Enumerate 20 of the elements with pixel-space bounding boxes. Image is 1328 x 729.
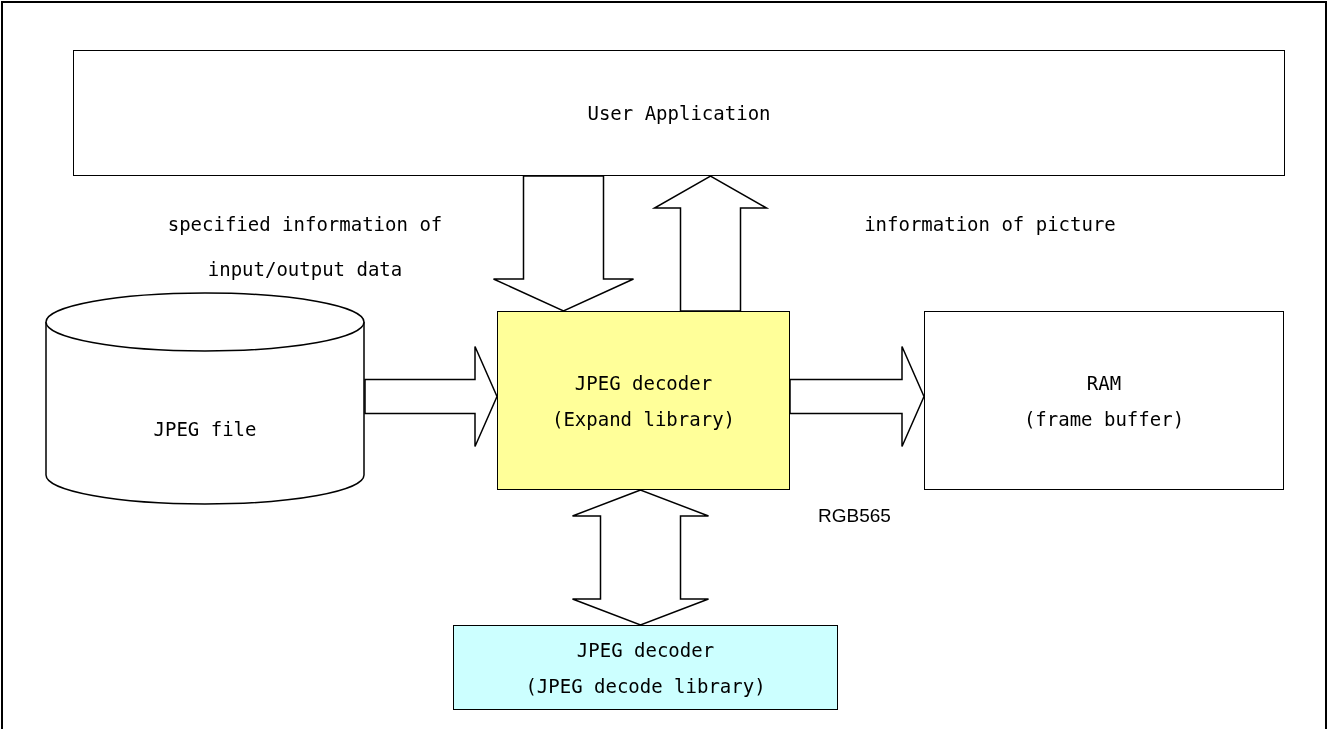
block-arrow xyxy=(651,175,770,312)
block-arrow xyxy=(364,345,498,448)
node-label: RAM xyxy=(1086,371,1122,394)
block-arrow xyxy=(571,489,710,626)
node-label: (frame buffer) xyxy=(1023,407,1185,430)
note-text: information of picture xyxy=(863,212,1117,237)
process-box xyxy=(497,311,790,490)
node-label: JPEG decoder xyxy=(574,371,713,394)
process-box xyxy=(924,311,1284,490)
node-label: JPEG file xyxy=(153,417,257,440)
node-label: JPEG decoder xyxy=(576,638,715,661)
format-label: RGB565 xyxy=(818,505,891,527)
note-text: specified information of input/output data xyxy=(166,212,444,282)
process-box xyxy=(73,50,1285,176)
node-label: User Application xyxy=(587,102,771,124)
node-label: (Expand library) xyxy=(552,407,735,430)
process-box xyxy=(453,625,838,710)
block-arrow xyxy=(789,345,925,448)
node-label: (JPEG decode library) xyxy=(525,674,766,697)
block-arrow xyxy=(492,175,635,312)
